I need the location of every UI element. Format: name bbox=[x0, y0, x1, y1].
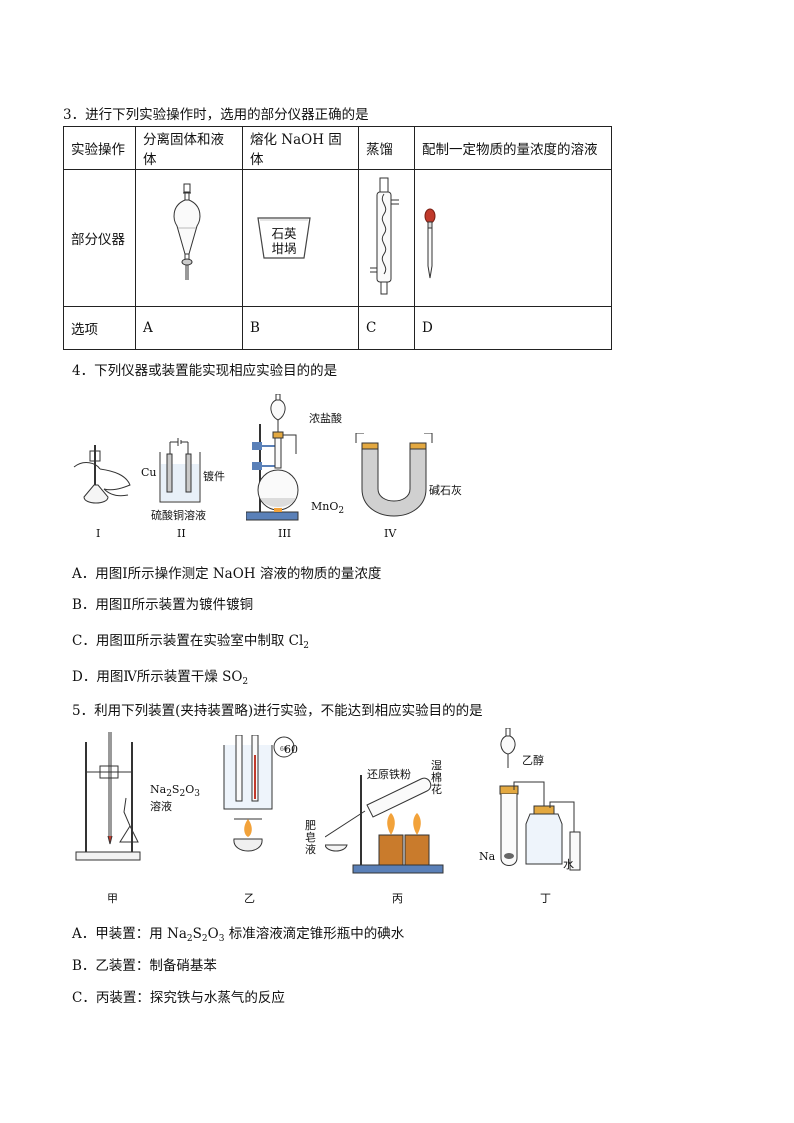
iron-steam-figure bbox=[325, 775, 444, 874]
sodium-label: Na bbox=[479, 850, 496, 863]
table-header-cell: 实验操作 bbox=[63, 126, 136, 170]
table-header-cell: 蒸馏 bbox=[358, 126, 415, 170]
separatory-funnel-cell bbox=[135, 169, 243, 307]
figure-name: 甲 bbox=[107, 892, 118, 905]
crucible-label: 坩埚 bbox=[271, 241, 297, 256]
titration-hand-figure bbox=[73, 445, 131, 504]
crucible-icon bbox=[257, 217, 311, 259]
option-cell: B bbox=[242, 306, 359, 350]
thermometer-reading: 60 bbox=[284, 743, 298, 756]
table-header-cell: 配制一定物质的量浓度的溶液 bbox=[414, 126, 612, 170]
option-cell: D bbox=[414, 306, 612, 350]
water-bath-figure: 60 bbox=[223, 735, 295, 852]
dropper-icon bbox=[424, 208, 436, 279]
condenser-icon bbox=[370, 177, 399, 295]
solution-label: 溶液 bbox=[150, 800, 172, 813]
electroplating-figure bbox=[159, 438, 201, 503]
soap-solution-label: 肥皂液 bbox=[305, 819, 316, 856]
q4-option-a: A．用图Ⅰ所示操作测定 NaOH 溶液的物质的量浓度 bbox=[72, 566, 382, 582]
sodium-ethanol-figure bbox=[499, 728, 581, 871]
figure-numeral: I bbox=[96, 527, 101, 540]
mno2-label: MnO2 bbox=[311, 500, 345, 516]
q3-title: 3．进行下列实验操作时，选用的部分仪器正确的是 bbox=[63, 107, 369, 123]
chlorine-generator-figure bbox=[246, 394, 299, 521]
figure-name: 丙 bbox=[392, 892, 403, 905]
dropper-cell bbox=[414, 169, 612, 307]
option-cell: A bbox=[135, 306, 243, 350]
q5-option-c: C．丙装置：探究铁与水蒸气的反应 bbox=[72, 990, 285, 1006]
svg-text:60: 60 bbox=[280, 746, 288, 753]
water-label: 水 bbox=[563, 858, 574, 871]
table-header-cell: 熔化 NaOH 固体 bbox=[242, 126, 359, 170]
figure-name: 乙 bbox=[244, 892, 255, 905]
q4-option-b: B．用图Ⅱ所示装置为镀件镀铜 bbox=[72, 597, 254, 613]
wet-cotton-label: 湿棉花 bbox=[431, 759, 442, 796]
table-row-label: 选项 bbox=[63, 306, 136, 350]
q4-option-c: C．用图Ⅲ所示装置在实验室中制取 Cl2 bbox=[72, 633, 310, 651]
q5-option-b: B．乙装置：制备硝基苯 bbox=[72, 958, 217, 974]
ethanol-label: 乙醇 bbox=[522, 754, 544, 767]
figure-numeral: IV bbox=[384, 527, 397, 540]
u-tube-figure bbox=[355, 433, 433, 517]
soda-lime-label: 碱石灰 bbox=[429, 484, 462, 497]
figure-name: 丁 bbox=[540, 892, 551, 905]
table-row-label: 部分仪器 bbox=[63, 169, 136, 307]
condenser-cell bbox=[358, 169, 415, 307]
q4-title: 4．下列仪器或装置能实现相应实验目的的是 bbox=[72, 363, 338, 379]
q5-title: 5．利用下列装置(夹持装置略)进行实验，不能达到相应实验目的的是 bbox=[72, 703, 483, 719]
na2s2o3-label: Na2S2O3 bbox=[150, 783, 200, 799]
reduced-iron-label: 还原铁粉 bbox=[367, 768, 411, 781]
option-cell: C bbox=[358, 306, 415, 350]
q5-option-a: A．甲装置：用 Na2S2O3 标准溶液滴定锥形瓶中的碘水 bbox=[72, 926, 405, 944]
plated-part-label: 镀件 bbox=[203, 470, 225, 483]
cuso4-label: 硫酸铜溶液 bbox=[151, 509, 206, 522]
table-header-cell: 分离固体和液体 bbox=[135, 126, 243, 170]
separatory-funnel-icon bbox=[173, 183, 201, 280]
titration-stand-figure bbox=[75, 732, 141, 861]
q4-option-d: D．用图Ⅳ所示装置干燥 SO2 bbox=[72, 669, 249, 687]
figure-numeral: III bbox=[278, 527, 292, 540]
crucible-label: 石英 bbox=[271, 226, 297, 241]
q3-table: 实验操作 分离固体和液体 熔化 NaOH 固体 蒸馏 配制一定物质的量浓度的溶液… bbox=[63, 126, 612, 350]
figure-numeral: II bbox=[177, 527, 186, 540]
conc-hcl-label: 浓盐酸 bbox=[309, 412, 342, 425]
crucible-cell: 石英 坩埚 bbox=[242, 169, 359, 307]
cu-label: Cu bbox=[141, 466, 157, 479]
